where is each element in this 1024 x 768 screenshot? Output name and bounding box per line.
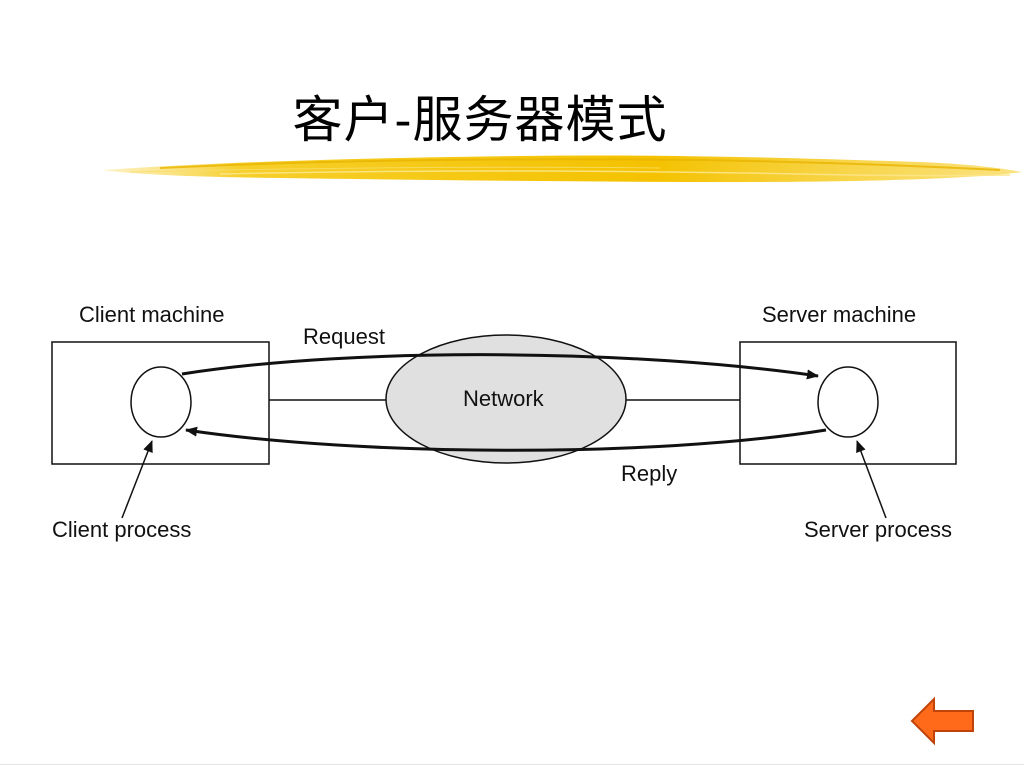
request-label: Request <box>303 324 385 349</box>
title-underline-brush <box>102 155 1022 182</box>
client-server-diagram: Client machine Server machine Request Ne… <box>51 302 957 542</box>
network-ellipse <box>385 334 627 464</box>
slide-title: 客户-服务器模式 <box>292 91 668 149</box>
client-machine-label: Client machine <box>79 302 225 327</box>
server-process-circle <box>817 366 879 438</box>
back-button[interactable] <box>910 696 976 746</box>
reply-label: Reply <box>621 461 677 486</box>
server-process-pointer <box>856 440 887 519</box>
left-arrow-icon <box>910 696 974 746</box>
request-arrow <box>181 353 819 380</box>
client-process-label: Client process <box>52 517 191 542</box>
client-process-pointer <box>121 440 153 519</box>
server-machine-label: Server machine <box>762 302 916 327</box>
server-process-label: Server process <box>804 517 952 542</box>
network-label: Network <box>463 386 545 411</box>
client-process-circle <box>130 366 192 438</box>
footer-divider <box>0 764 1024 765</box>
reply-arrow <box>185 426 827 452</box>
